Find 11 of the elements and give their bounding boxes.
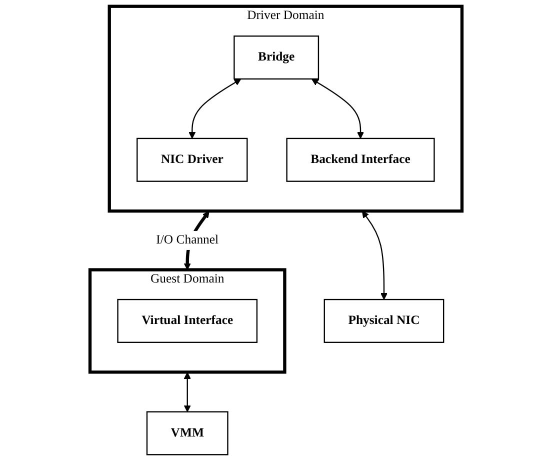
node-box: Virtual Interface — [117, 298, 258, 343]
node-box: VMM — [146, 411, 228, 456]
arrow — [362, 211, 388, 300]
edge-label: I/O Channel — [156, 233, 219, 247]
arrow — [188, 78, 242, 139]
node-box: Backend Interface — [286, 138, 435, 182]
node-box: Physical NIC — [324, 298, 444, 343]
arrow — [312, 78, 364, 139]
node-box: Bridge — [234, 36, 320, 80]
node-box: NIC Driver — [136, 138, 248, 182]
arrow — [184, 372, 191, 412]
